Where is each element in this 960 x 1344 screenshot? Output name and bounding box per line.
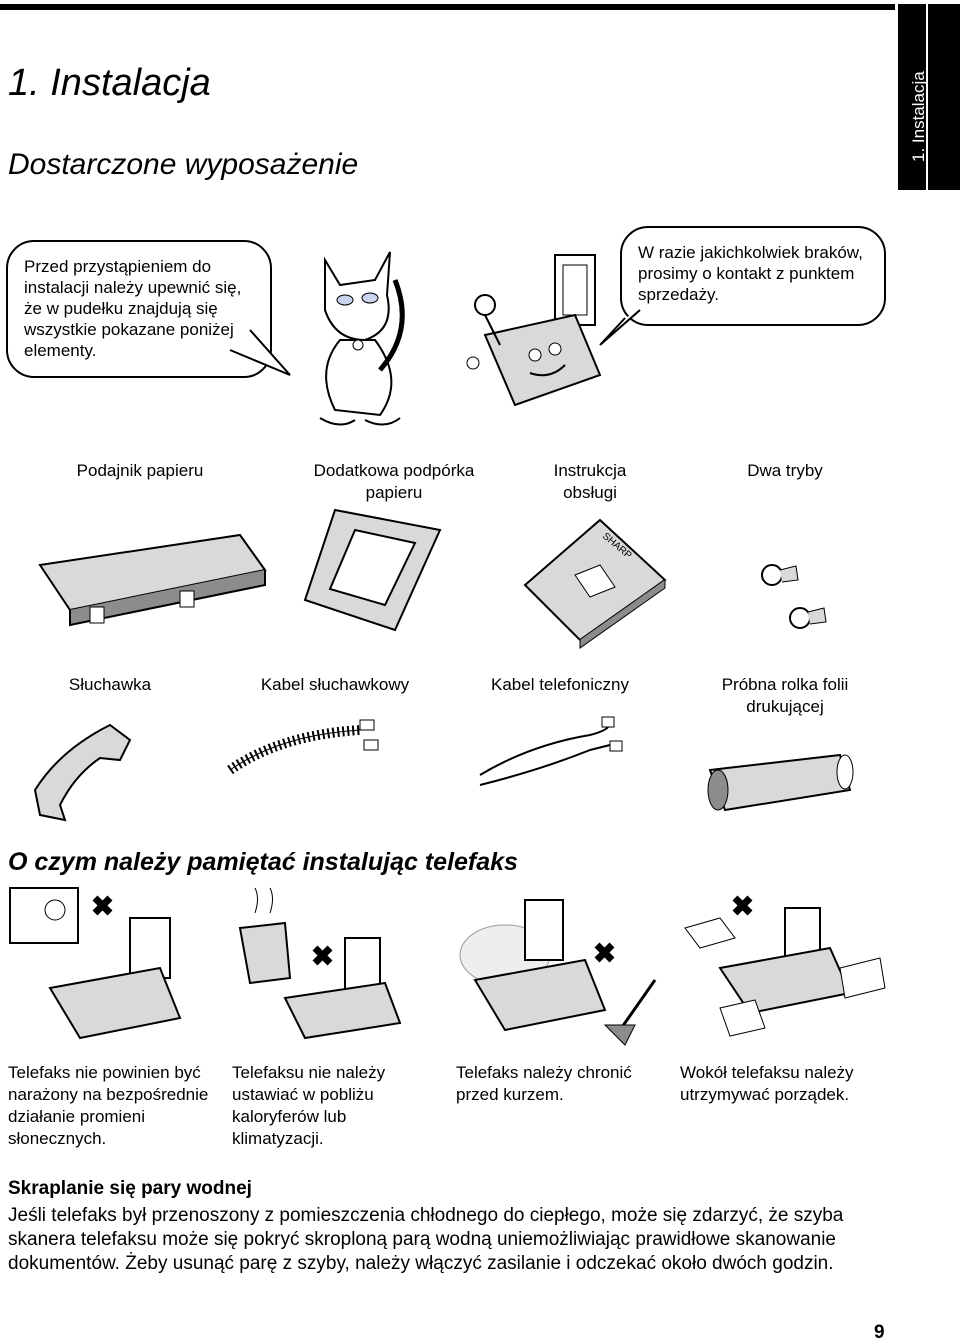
install-section-heading: O czym należy pamiętać instalując telefa… xyxy=(8,848,518,876)
label-manual: Instrukcja obsługi xyxy=(553,461,627,502)
side-chapter-tab: 1. Instalacja xyxy=(898,4,960,190)
paper-tray-icon xyxy=(38,533,267,627)
cat-mascot-icon xyxy=(319,251,405,426)
label-handset-cord: Kabel słuchawkowy xyxy=(260,675,410,694)
condensation-heading: Skraplanie się pary wodnej xyxy=(8,1178,252,1199)
prohibited-x-icon xyxy=(732,895,753,916)
page-title: 1. Instalacja xyxy=(8,62,211,104)
label-phone-cable: Kabel telefoniczny xyxy=(491,675,629,694)
page-number: 9 xyxy=(874,1322,885,1343)
paper-support-icon xyxy=(303,508,442,632)
caption-heater: Telefaksu nie należy ustawiać w pobliżu … xyxy=(232,1063,386,1148)
speech-bubble-right: W razie jakichkolwiek braków, prosimy o … xyxy=(620,226,886,326)
prohibited-x-icon xyxy=(594,942,615,963)
manual-book-icon: SHARP xyxy=(523,518,667,649)
fax-mascot-icon xyxy=(466,254,602,407)
label-paper-tray: Podajnik papieru xyxy=(76,461,204,480)
section-subtitle: Dostarczone wyposażenie xyxy=(8,148,359,181)
screws-icon xyxy=(761,564,827,629)
heater-fax-illustration xyxy=(238,887,402,1040)
caption-sunlight: Telefaks nie powinien być narażony na be… xyxy=(8,1063,209,1148)
label-paper-support: Dodatkowa podpórka papieru xyxy=(313,461,475,502)
bubble-tail-right xyxy=(599,309,641,346)
prohibited-x-icon xyxy=(312,945,333,966)
coiled-cord-icon xyxy=(227,719,379,775)
film-roll-icon xyxy=(707,753,854,812)
side-tab-label: 1. Instalacja xyxy=(909,71,928,162)
handset-icon xyxy=(33,723,132,822)
condensation-body: Jeśli telefaks był przenoszony z pomiesz… xyxy=(8,1205,844,1274)
speech-bubble-left: Przed przystąpieniem do instalacji należ… xyxy=(6,240,272,378)
prohibited-x-icon xyxy=(92,895,113,916)
label-handset: Słuchawka xyxy=(68,675,152,694)
label-film-roll: Próbna rolka folii drukującej xyxy=(721,675,849,716)
top-rule xyxy=(0,4,895,10)
bubble-tail-left xyxy=(229,329,291,376)
sun-window-fax-illustration xyxy=(9,887,182,1040)
phone-cable-icon xyxy=(479,716,623,786)
caption-dust: Telefaks należy chronić przed kurzem. xyxy=(456,1063,632,1104)
caption-clutter: Wokół telefaksu należy utrzymywać porząd… xyxy=(680,1063,854,1104)
label-two-modes: Dwa tryby xyxy=(747,461,823,480)
clutter-fax-illustration xyxy=(684,895,886,1037)
dust-fax-illustration xyxy=(459,899,657,1046)
